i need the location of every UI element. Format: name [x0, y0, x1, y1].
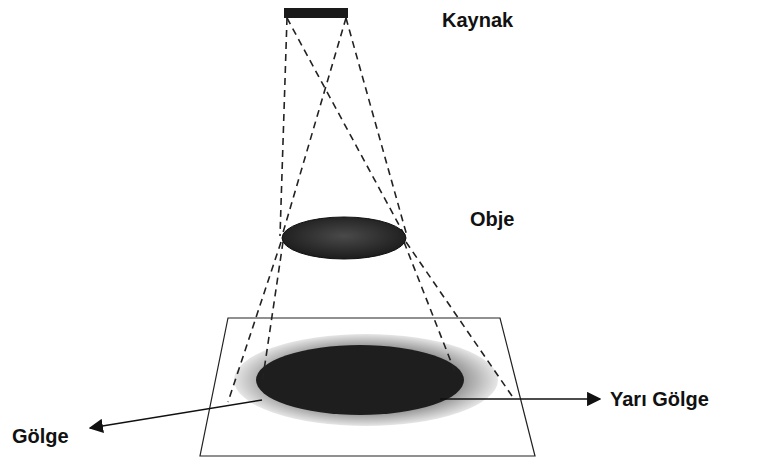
part-label: Obje [470, 207, 514, 231]
penumbra-region [234, 334, 498, 426]
leader-arrow [90, 400, 262, 428]
leader-arrow [440, 398, 600, 400]
opaque-object [282, 217, 406, 259]
light-rays [228, 18, 512, 402]
light-source [284, 8, 348, 18]
umbra-region [256, 345, 464, 415]
part-label: Gölge [12, 424, 69, 448]
part-label: Yarı Gölge [610, 387, 709, 411]
screen-plane [200, 318, 535, 456]
part-label: Kaynak [442, 8, 513, 32]
